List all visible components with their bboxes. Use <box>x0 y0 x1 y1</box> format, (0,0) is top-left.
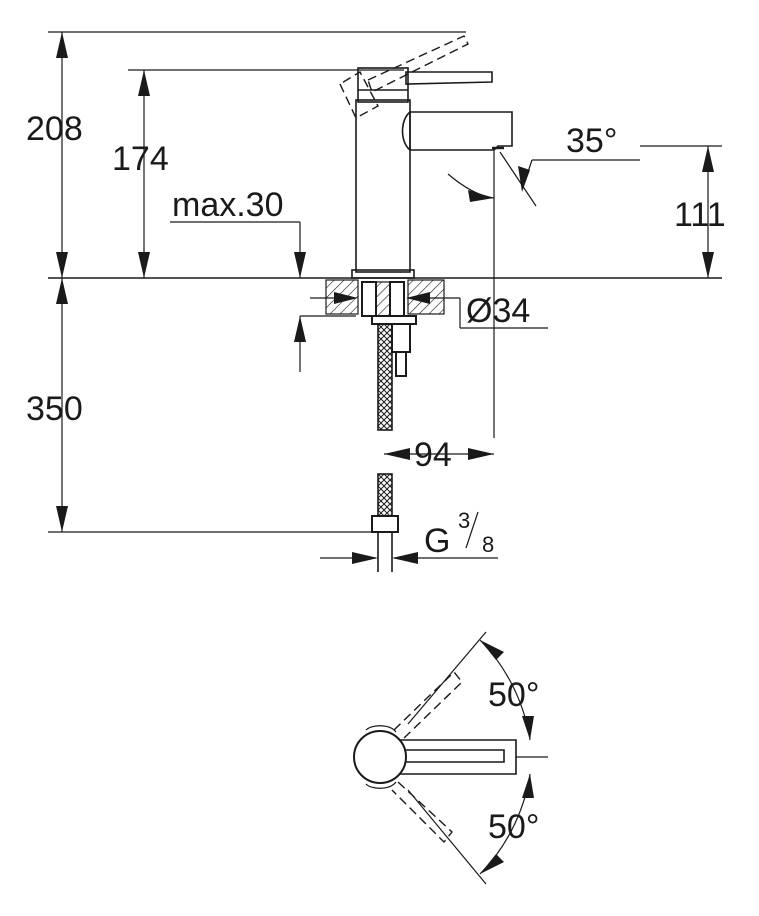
label-total-height: 208 <box>26 110 83 148</box>
label-spout-angle: 35° <box>566 122 617 160</box>
dimension-rotation-top <box>407 631 548 758</box>
label-thread-num: 3 <box>458 508 470 533</box>
label-rotation-bottom: 50° <box>488 808 539 846</box>
label-spout-reach: 94 <box>414 436 452 474</box>
faucet-body <box>339 35 513 279</box>
dimension-rotation-bottom <box>407 773 534 885</box>
label-spout-height: 111 <box>674 196 726 234</box>
label-thread-main: G <box>424 522 450 560</box>
label-hole-diameter: Ø34 <box>466 292 530 330</box>
dimension-thread <box>320 511 498 564</box>
dimension-174 <box>138 70 150 278</box>
label-below-counter: 350 <box>26 390 83 428</box>
dimension-350 <box>56 278 68 532</box>
dimension-94 <box>384 448 494 460</box>
label-thread-den: 8 <box>482 532 494 557</box>
faucet-top-view <box>353 670 517 844</box>
dimension-hole-diameter <box>310 292 548 329</box>
dimension-111 <box>702 146 714 278</box>
label-max-thickness: max.30 <box>172 186 284 224</box>
label-lever-height: 174 <box>112 140 169 178</box>
dimension-spout-angle <box>447 150 640 438</box>
mounting-assembly <box>361 281 417 572</box>
dimension-max-thickness <box>170 221 306 372</box>
dimension-208 <box>56 32 68 278</box>
label-rotation-top: 50° <box>488 676 539 714</box>
